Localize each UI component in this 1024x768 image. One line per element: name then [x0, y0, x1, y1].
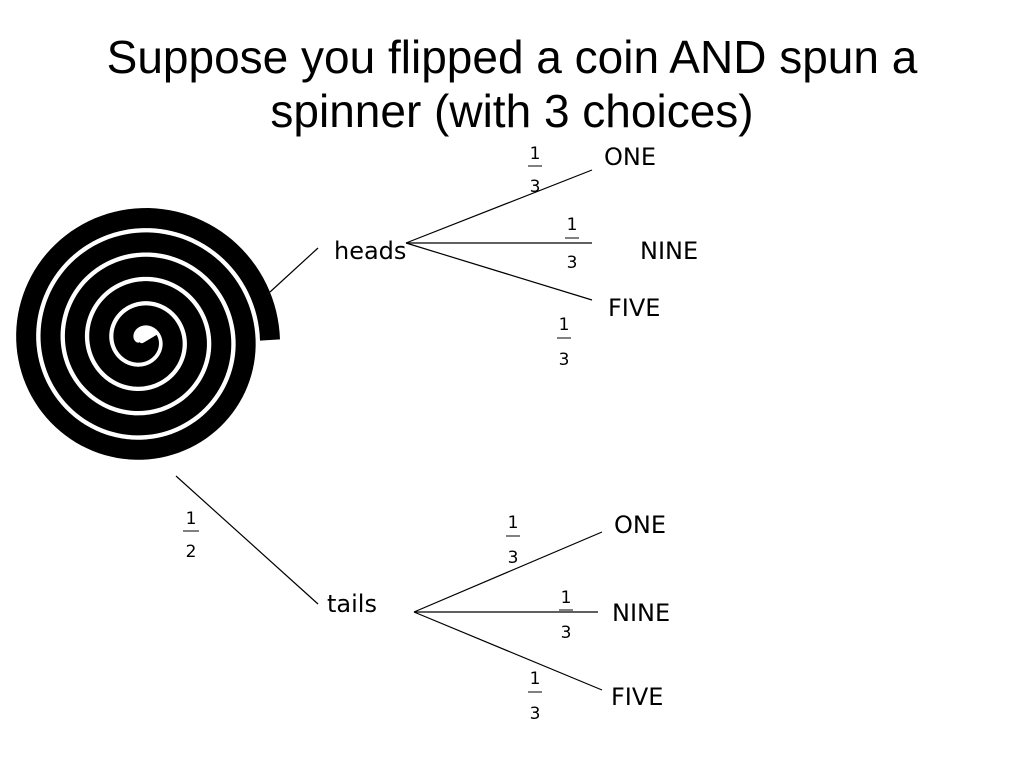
branch-tails-five: [413, 611, 603, 691]
branch-heads-one: [405, 169, 593, 244]
fraction-heads-one: 1 3: [528, 144, 542, 197]
slide-title-line-1: Suppose you flipped a coin AND spun a: [106, 31, 918, 83]
outcome-heads-five: FIVE: [608, 294, 660, 322]
fraction-tails-five: 1 3: [528, 669, 542, 724]
fraction-heads-five: 1 3: [557, 315, 571, 370]
slide-title-line-2: spinner (with 3 choices): [270, 85, 754, 137]
fraction-tails-denominator: 2: [186, 542, 197, 562]
fraction-tails-numerator: 1: [186, 509, 197, 529]
fraction-heads-one-numerator: 1: [530, 144, 541, 164]
fraction-heads-one-denominator: 3: [530, 177, 541, 197]
spiral-icon: [7, 205, 280, 475]
fraction-tails-nine-denominator: 3: [561, 623, 572, 643]
outcome-tails-five: FIVE: [611, 683, 663, 711]
branch-root-heads: [269, 247, 319, 293]
node-heads: heads: [334, 237, 406, 265]
fraction-heads-nine-denominator: 3: [567, 253, 578, 273]
branch-heads-five: [405, 242, 593, 301]
outcome-heads-nine: NINE: [640, 237, 698, 265]
spiral-stripe: [16, 208, 280, 460]
fraction-tails-five-numerator: 1: [530, 669, 541, 689]
node-tails: tails: [327, 590, 377, 618]
fraction-tails-nine: 1 3: [559, 588, 573, 643]
fraction-heads-five-denominator: 3: [559, 350, 570, 370]
fraction-tails-five-denominator: 3: [530, 704, 541, 724]
fraction-tails-one-denominator: 3: [508, 548, 519, 568]
fraction-heads-nine-numerator: 1: [567, 215, 578, 235]
branch-tails-one: [413, 531, 603, 613]
outcome-tails-nine: NINE: [612, 599, 670, 627]
fraction-heads-nine: 1 3: [565, 215, 579, 273]
fraction-tails-one-numerator: 1: [508, 513, 519, 533]
branch-root-tails: [175, 475, 319, 605]
fraction-tails-nine-numerator: 1: [561, 588, 572, 608]
outcome-tails-one: ONE: [614, 511, 666, 539]
outcome-heads-one: ONE: [604, 143, 656, 171]
fraction-tails: 1 2: [183, 509, 199, 562]
fraction-heads-five-numerator: 1: [559, 315, 570, 335]
fraction-tails-one: 1 3: [506, 513, 520, 568]
slide-title: Suppose you flipped a coin AND spun a sp…: [0, 30, 1024, 138]
